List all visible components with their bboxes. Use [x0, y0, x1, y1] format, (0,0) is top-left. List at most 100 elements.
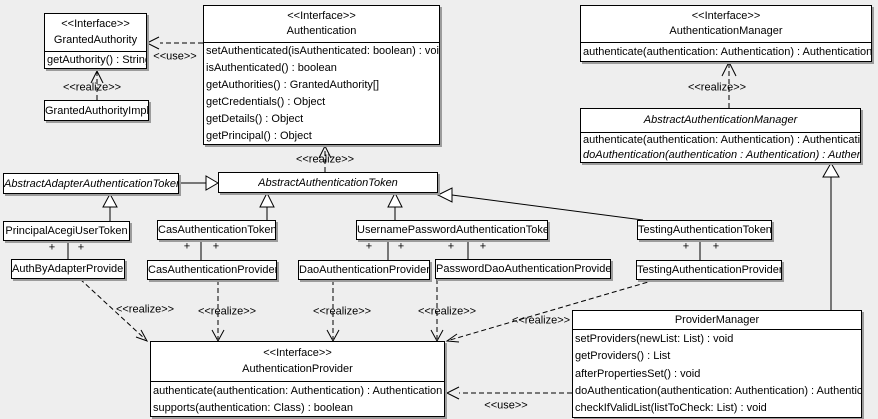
- edge-label-use: <<use>>: [153, 50, 197, 63]
- association-end-plus: +: [397, 240, 405, 253]
- method-row: getPrincipal() : Object: [206, 129, 312, 142]
- method-compartment: setProviders(newList: List) : void getPr…: [573, 330, 861, 417]
- association-end-plus: +: [682, 240, 690, 253]
- class-password-dao-authentication-provider: PasswordDaoAuthenticationProvider: [435, 259, 611, 279]
- generalization-abstractadapter-abstracttoken: [179, 175, 219, 191]
- method-row: doAuthentication(authentication : Authen…: [583, 148, 860, 161]
- class-authentication-provider: <<Interface>> AuthenticationProvider aut…: [150, 341, 445, 417]
- method-row: getProviders() : List: [575, 350, 671, 363]
- class-name: AuthenticationProvider: [242, 364, 353, 376]
- class-dao-authentication-provider: DaoAuthenticationProvider: [298, 260, 430, 280]
- class-auth-by-adapter-provider: AuthByAdapterProvider: [11, 259, 125, 279]
- stereotype-label: <<Interface>>: [691, 10, 761, 22]
- edge-label-realize: <<realize>>: [197, 305, 257, 318]
- generalization-usernamepasswordtoken-abstracttoken: [387, 191, 403, 220]
- stereotype-label: <<Interface>>: [263, 347, 332, 359]
- class-header: ProviderManager: [573, 311, 861, 330]
- class-name: AbstractAdapterAuthenticationToken: [4, 177, 178, 190]
- method-compartment: authenticate(authentication: Authenticat…: [151, 382, 444, 416]
- class-name: AuthByAdapterProvider: [12, 263, 124, 275]
- class-name: ProviderManager: [674, 314, 760, 326]
- class-granted-authority-impl: GrantedAuthorityImpl: [44, 100, 149, 121]
- method-row: getCredentials() : Object: [206, 95, 326, 108]
- use-providermanager-authenticationprovider: [445, 386, 572, 400]
- method-compartment: authenticate(authentication: Authenticat…: [581, 133, 860, 162]
- class-authentication-manager: <<Interface>> AuthenticationManager auth…: [580, 5, 872, 62]
- association-end-plus: +: [77, 241, 85, 254]
- method-row: isAuthenticated() : boolean: [206, 62, 337, 75]
- method-compartment: getAuthority() : String: [45, 52, 146, 68]
- class-abstract-authentication-token: AbstractAuthenticationToken: [218, 172, 438, 193]
- class-name: TestingAuthenticationProvider: [637, 264, 781, 276]
- association-end-plus: +: [48, 241, 56, 254]
- class-name: DaoAuthenticationProvider: [299, 264, 429, 276]
- class-abstract-authentication-manager: AbstractAuthenticationManager authentica…: [580, 108, 861, 163]
- association-end-plus: +: [183, 240, 191, 253]
- method-row: authenticate(authentication: Authenticat…: [583, 134, 860, 147]
- method-compartment: setAuthenticated(isAuthenticated: boolea…: [204, 43, 439, 144]
- edge-label-realize: <<realize>>: [417, 305, 477, 318]
- edge-label-realize: <<realize>>: [295, 153, 355, 166]
- generalization-principalacegiusertoken-abstractadapter: [102, 192, 118, 221]
- edge-label-use: <<use>>: [484, 399, 528, 412]
- method-row: setAuthenticated(isAuthenticated: boolea…: [206, 45, 439, 58]
- use-authentication-grantedauthority: [145, 36, 203, 50]
- class-header: <<Interface>> AuthenticationManager: [581, 6, 871, 43]
- class-granted-authority: <<Interface>> GrantedAuthority getAuthor…: [44, 13, 147, 69]
- class-testing-authentication-token: TestingAuthenticationToken: [637, 220, 772, 240]
- class-name: Authentication: [286, 26, 357, 38]
- method-row: supports(authentication: Class) : boolea…: [153, 401, 353, 414]
- class-name: PasswordDaoAuthenticationProvider: [436, 263, 610, 275]
- class-name: TestingAuthenticationToken: [638, 224, 771, 236]
- realize-abstracttoken-authentication: [318, 144, 332, 172]
- class-name: CasAuthenticationProvider: [148, 264, 276, 276]
- association-lines: [67, 240, 701, 261]
- edge-label-realize: <<realize>>: [312, 305, 372, 318]
- realize-abstractmanager-authenticationmanager: [721, 60, 737, 108]
- class-provider-manager: ProviderManager setProviders(newList: Li…: [572, 310, 862, 418]
- class-username-password-authentication-token: UsernamePasswordAuthenticationToken: [356, 220, 548, 240]
- generalization-testingtoken-abstracttoken: [436, 187, 644, 221]
- class-name: GrantedAuthorityImpl: [45, 104, 148, 117]
- association-end-plus: +: [212, 240, 220, 253]
- edge-label-realize: <<realize>>: [62, 81, 122, 94]
- edge-label-realize: <<realize>>: [511, 314, 571, 327]
- method-row: setProviders(newList: List) : void: [575, 332, 734, 345]
- class-header: <<Interface>> GrantedAuthority: [45, 14, 146, 52]
- class-principal-acegi-user-token: PrincipalAcegiUserToken: [3, 221, 130, 241]
- class-name: AbstractAuthenticationToken: [258, 176, 398, 189]
- method-row: authenticate(authentication: Authenticat…: [153, 384, 443, 397]
- method-row: afterPropertiesSet() : void: [575, 367, 701, 380]
- class-cas-authentication-provider: CasAuthenticationProvider: [147, 260, 277, 280]
- edge-label-realize: <<realize>>: [687, 81, 747, 94]
- class-header: AbstractAuthenticationManager: [581, 109, 860, 133]
- class-cas-authentication-token: CasAuthenticationToken: [157, 220, 276, 240]
- method-row: authenticate(authentication: Authenticat…: [583, 46, 871, 58]
- realize-grantedauthorityimpl-grantedauthority: [90, 69, 104, 100]
- class-abstract-adapter-authentication-token: AbstractAdapterAuthenticationToken: [3, 173, 179, 194]
- stereotype-label: <<Interface>>: [287, 10, 356, 22]
- method-row: getAuthority() : String: [47, 54, 146, 66]
- association-end-plus: +: [479, 240, 487, 253]
- class-header: <<Interface>> AuthenticationProvider: [151, 342, 444, 382]
- class-name: GrantedAuthority: [53, 35, 138, 46]
- class-name: UsernamePasswordAuthenticationToken: [357, 224, 547, 236]
- generalization-providermanager-abstractauthenticationmanager: [822, 161, 840, 310]
- generalization-castoken-abstracttoken: [259, 191, 275, 220]
- class-name: AbstractAuthenticationManager: [643, 115, 798, 126]
- method-row: getDetails() : Object: [206, 112, 304, 125]
- class-name: PrincipalAcegiUserToken: [5, 225, 128, 237]
- method-row: checkIfValidList(listToCheck: List) : vo…: [575, 402, 767, 415]
- realize-testingprovider-authenticationprovider: [445, 279, 656, 343]
- class-authentication: <<Interface>> Authentication setAuthenti…: [203, 5, 440, 145]
- association-end-plus: +: [447, 240, 455, 253]
- method-row: doAuthentication(authentication: Authent…: [575, 384, 861, 397]
- class-name: AuthenticationManager: [669, 26, 783, 38]
- class-name: CasAuthenticationToken: [158, 224, 275, 236]
- method-compartment: authenticate(authentication: Authenticat…: [581, 43, 871, 61]
- class-header: <<Interface>> Authentication: [204, 6, 439, 43]
- realize-authbyadapterprovider-authenticationprovider: [79, 278, 149, 342]
- association-end-plus: +: [365, 240, 373, 253]
